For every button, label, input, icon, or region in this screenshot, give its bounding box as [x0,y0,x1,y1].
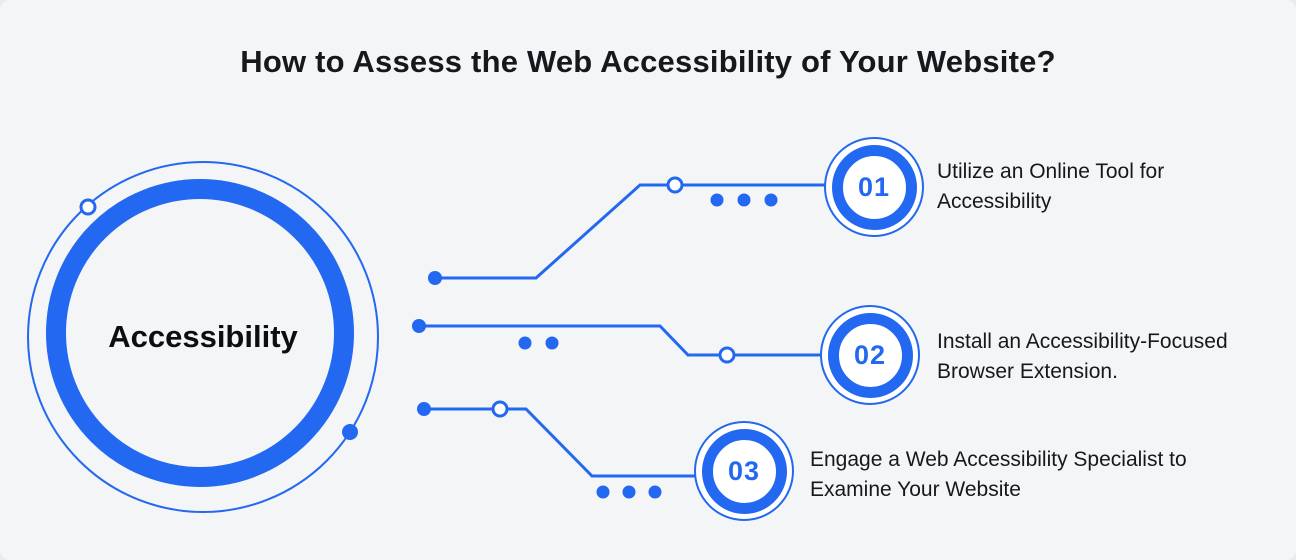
hub-orbit-circle [27,161,379,513]
connector-1-dot-icon [710,193,724,207]
connector-3-start-dot-icon [417,402,431,416]
connector-step-2 [419,324,840,357]
connector-3-dot-icon [648,485,662,499]
step-badge-3: 03 [694,421,794,521]
step-number-1: 01 [857,171,891,202]
connector-2-dot-icon [545,336,559,350]
step-description-3: Engage a Web Accessibility Specialist to… [810,448,1187,501]
connector-3-dot-icon [622,485,636,499]
hub-label: Accessibility [108,319,298,354]
connector-3-node-icon [491,400,509,418]
connector-step-1 [435,183,842,280]
step-number-2: 02 [853,339,887,370]
hub-orbit-node-icon [79,198,97,216]
step-badge-1: 01 [824,137,924,237]
connector-1-dot-icon [764,193,778,207]
connector-1-dot-icon [737,193,751,207]
page-title: How to Assess the Web Accessibility of Y… [240,44,1056,79]
hub-orbit-dot-icon [342,424,358,440]
connector-2-node-icon [718,346,736,364]
step-description-2: Install an Accessibility-Focused Browser… [937,330,1228,383]
connector-step-3 [424,407,714,478]
connector-3-dot-icon [596,485,610,499]
step-badge-2: 02 [820,305,920,405]
step-badge-1-ring: 01 [831,144,917,230]
connector-1-start-dot-icon [428,271,442,285]
hub-ring [46,179,354,487]
step-number-3: 03 [727,455,761,486]
step-description-1: Utilize an Online Tool for Accessibility [937,160,1165,213]
connector-2-start-dot-icon [412,319,426,333]
connector-2-dot-icon [518,336,532,350]
step-badge-3-ring: 03 [701,428,787,514]
connector-1-node-icon [666,176,684,194]
step-badge-2-ring: 02 [827,312,913,398]
